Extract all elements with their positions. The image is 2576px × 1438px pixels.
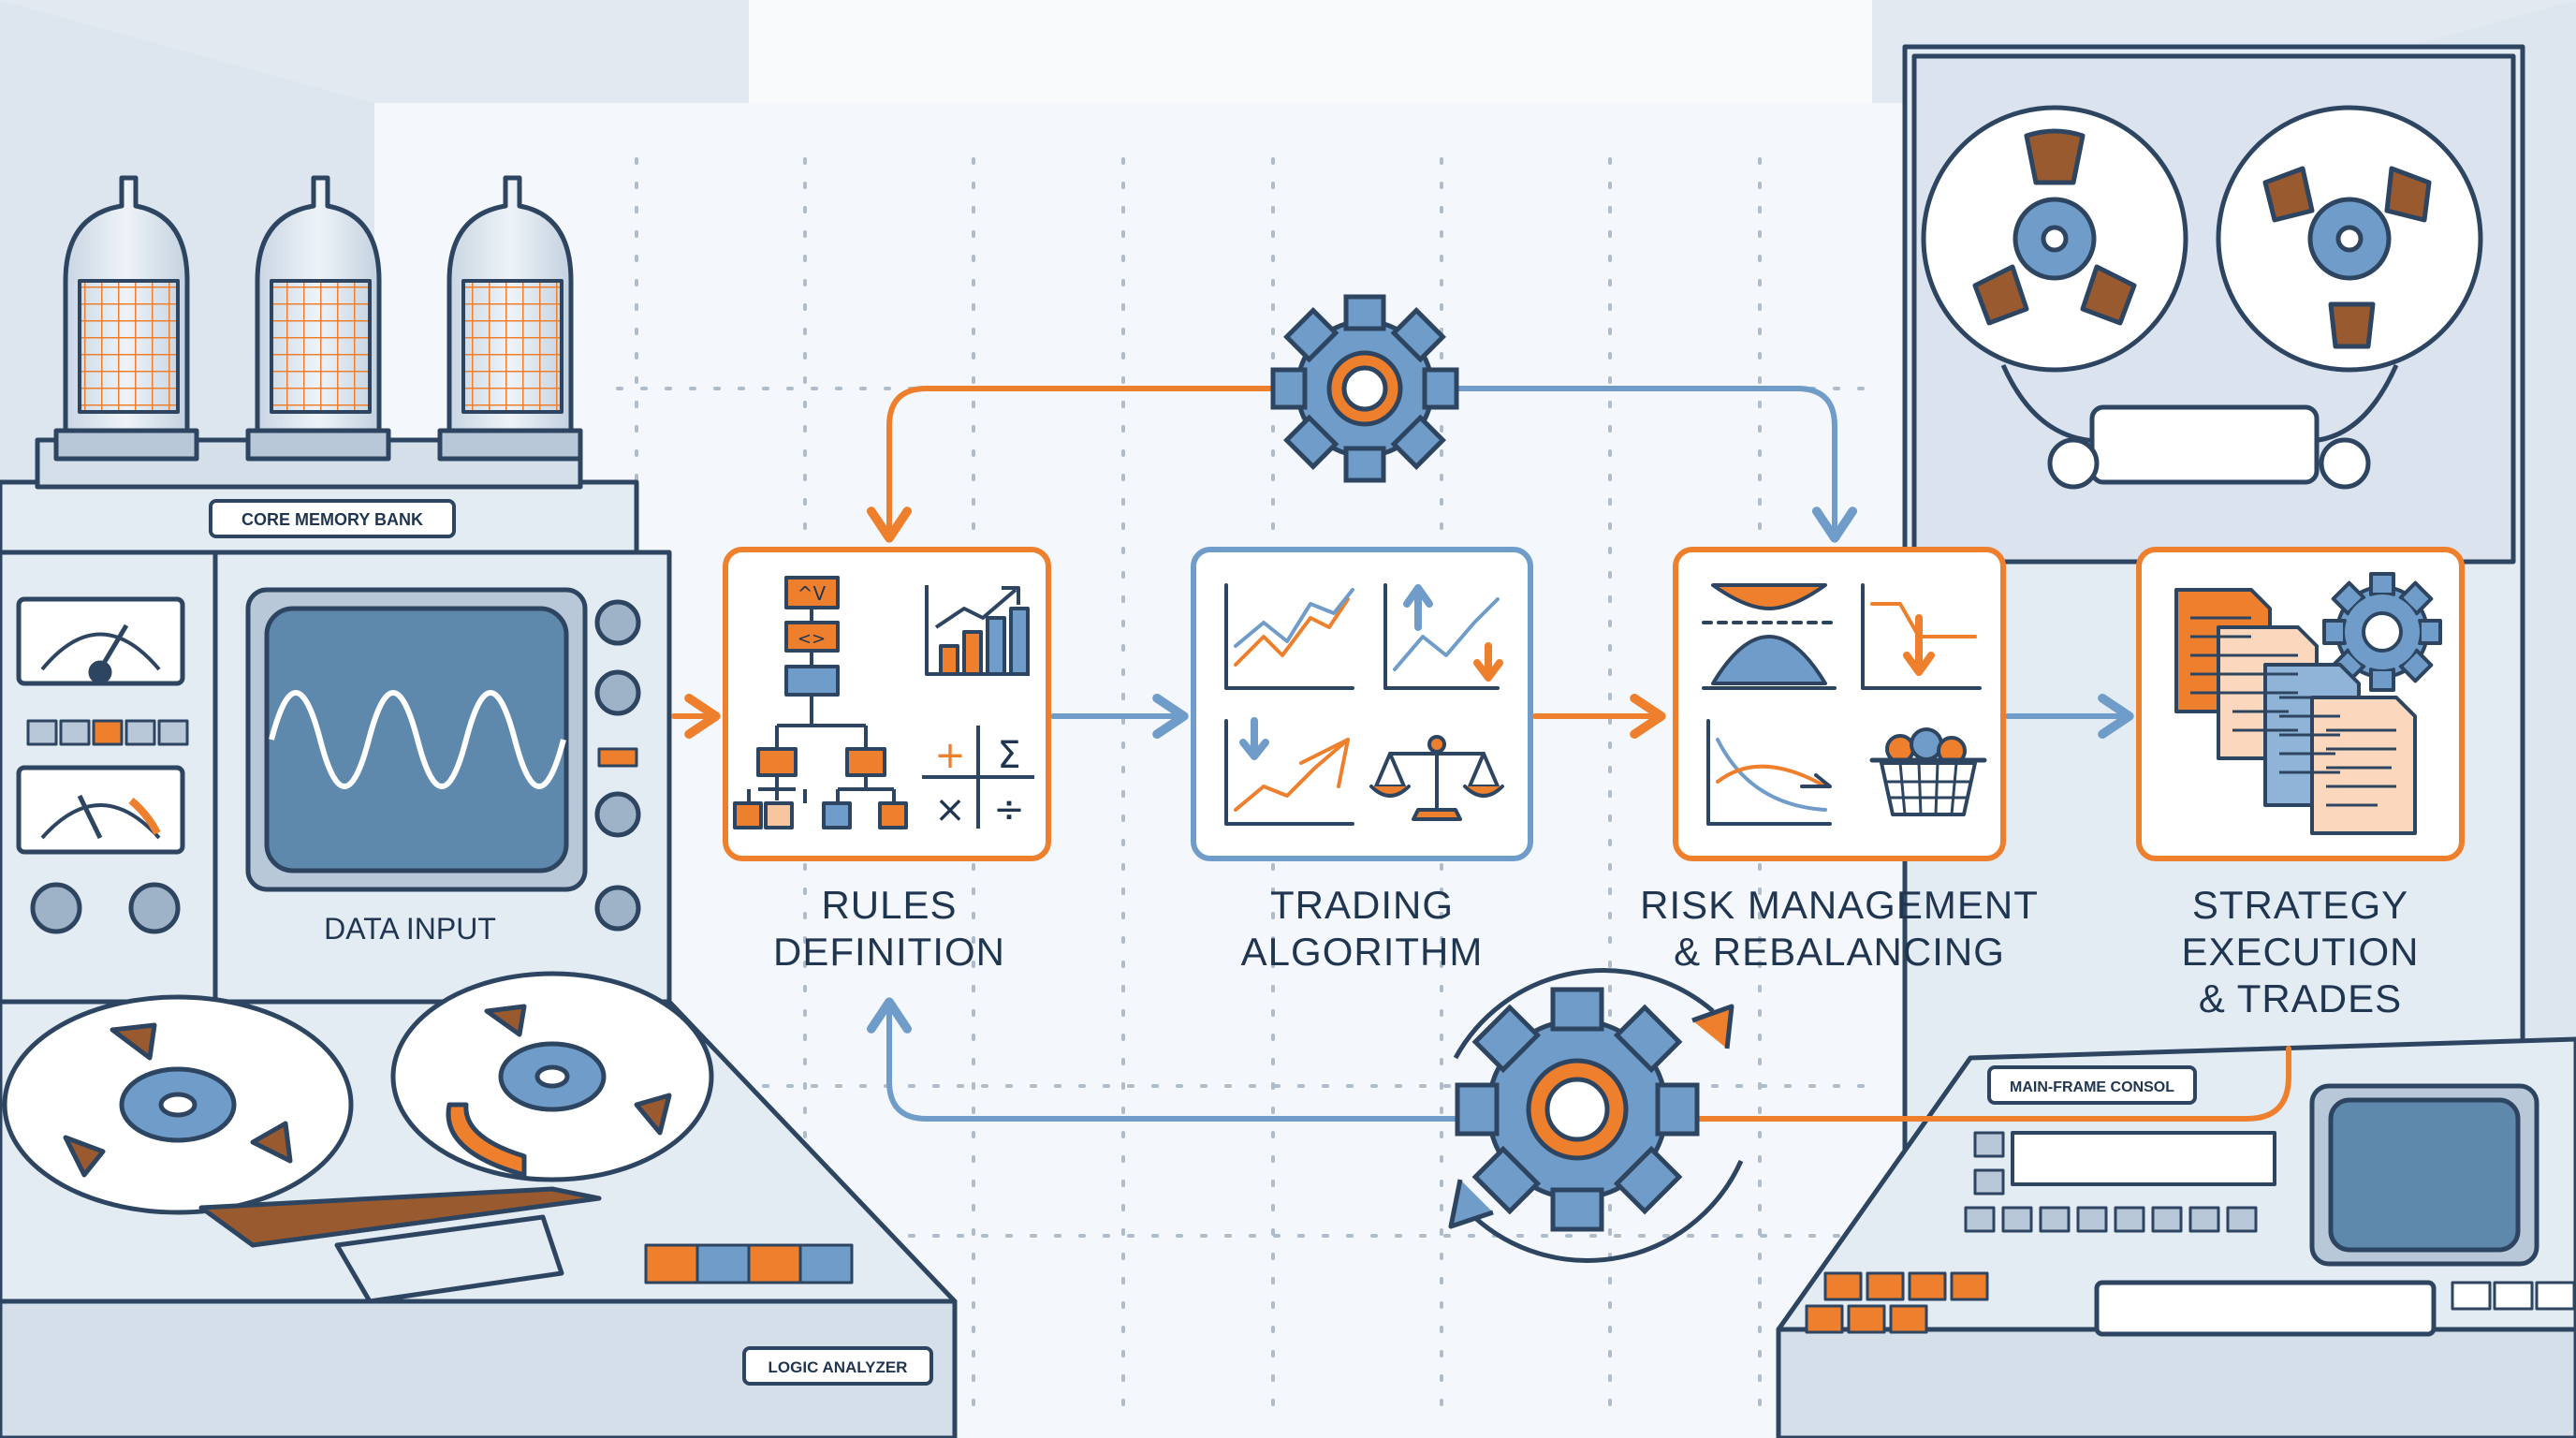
- console-screen: [2328, 1097, 2521, 1253]
- cycle-arrows-icon: [1448, 968, 1744, 1263]
- logic-analyzer-label: LOGIC ANALYZER: [768, 1358, 908, 1376]
- mainframe-label: MAIN-FRAME CONSOL: [2010, 1079, 2174, 1095]
- math-operators-icon: + Σ × ÷: [922, 726, 1034, 831]
- analyzer-keys: [644, 1243, 854, 1284]
- stage-box-risk: [1673, 547, 2006, 861]
- tower-reel-right: [2216, 105, 2483, 373]
- knob: [128, 882, 181, 934]
- trend-arrows-icon: [1383, 583, 1503, 690]
- stage-label-line: STRATEGY: [2191, 883, 2409, 927]
- math-sigma: Σ: [997, 734, 1020, 777]
- keyboard: [2094, 1280, 2437, 1337]
- indicator-strip: [26, 719, 189, 746]
- core-memory-bank: [0, 175, 639, 560]
- svg-text:^V: ^V: [798, 582, 827, 605]
- data-input-console: [0, 550, 672, 1005]
- decay-curve-icon: [1706, 719, 1832, 826]
- chart-down-up-icon: [1224, 717, 1354, 826]
- stage-label-rules: RULES DEFINITION: [711, 882, 1067, 976]
- stage-label-line: & REBALANCING: [1674, 930, 2005, 974]
- feedback-top-blue: [1439, 386, 1857, 543]
- svg-text:<>: <>: [798, 629, 826, 649]
- gear-icon: [1270, 294, 1459, 483]
- logic-analyzer: [0, 971, 958, 1438]
- bar-chart-up-icon: [925, 585, 1030, 676]
- tape-reel-left: [2, 994, 354, 1215]
- gear-icon: [1455, 987, 1700, 1232]
- stage-box-strategy: [2136, 547, 2465, 861]
- stage-label-risk: RISK MANAGEMENT & REBALANCING: [1610, 882, 2069, 976]
- math-plus: +: [934, 734, 966, 777]
- basket-icon: [1869, 727, 1987, 816]
- feedback-top-orange: [867, 386, 1290, 543]
- flow-arrows: [671, 386, 2291, 1122]
- flowchart-icon: ^V <>: [733, 576, 908, 829]
- mainframe-console: [1776, 1036, 2576, 1438]
- step-down-chart-icon: [1861, 583, 1982, 690]
- stage-box-trading: [1191, 547, 1533, 861]
- tape-reel-right: [390, 971, 714, 1182]
- vacuum-tube-1: [53, 175, 199, 462]
- documents-gear-icon: [2174, 572, 2442, 835]
- vacuum-tube-3: [437, 175, 583, 462]
- stage-label-line: DEFINITION: [773, 930, 1005, 974]
- math-times: ×: [934, 788, 966, 831]
- stage-label-line: ALGORITHM: [1240, 930, 1484, 974]
- vacuum-tube-2: [245, 175, 391, 462]
- knob: [30, 882, 82, 934]
- line-chart-icon: [1224, 583, 1354, 690]
- stage-label-line: TRADING: [1270, 883, 1454, 927]
- stage-label-line: EXECUTION: [2181, 930, 2420, 974]
- stage-label-line: RULES: [821, 883, 958, 927]
- balance-scale-icon: [1369, 735, 1504, 821]
- stage-label-strategy: STRATEGY EXECUTION & TRADES: [2115, 882, 2485, 1022]
- feedback-bottom-orange: [1696, 1046, 2291, 1122]
- bell-curve-icon: [1702, 583, 1837, 690]
- stage-label-line: RISK MANAGEMENT: [1640, 883, 2039, 927]
- math-divide: ÷: [993, 788, 1025, 831]
- stage-label-line: & TRADES: [2198, 976, 2403, 1020]
- feedback-bottom-blue: [867, 997, 1482, 1122]
- analog-gauge-2: [16, 765, 185, 855]
- machine-plates: CORE MEMORY BANK LOGIC ANALYZER MAIN-FRA…: [209, 499, 2197, 1386]
- stage-label-trading: TRADING ALGORITHM: [1184, 882, 1540, 976]
- core-memory-label: CORE MEMORY BANK: [242, 510, 423, 529]
- data-input-label: DATA INPUT: [324, 912, 496, 946]
- stage-box-rules: ^V <> +: [723, 547, 1051, 861]
- tower-reel-left: [1921, 105, 2188, 373]
